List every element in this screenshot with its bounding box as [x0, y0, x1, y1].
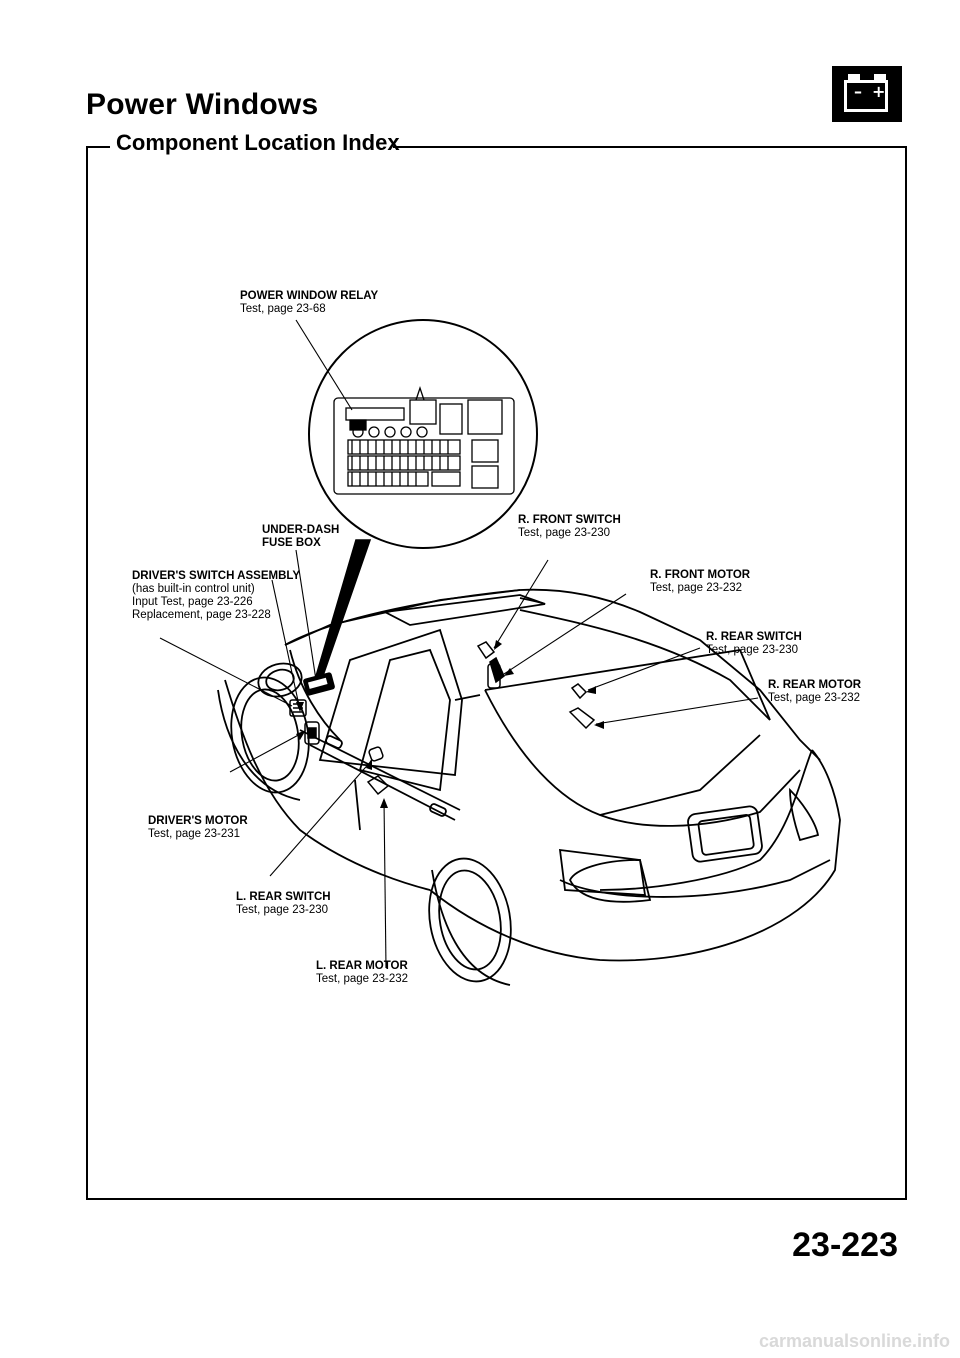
fuse-box-icon [333, 385, 515, 495]
label-r-front-motor: R. FRONT MOTOR Test, page 23-232 [650, 569, 751, 594]
page-number: 23-223 [792, 1226, 898, 1264]
watermark-text: carmanualsonline.info [758, 1331, 950, 1351]
label-r-rear-switch: R. REAR SWITCH Test, page 23-230 [706, 631, 802, 656]
r-rear-motor-icon [568, 707, 596, 730]
label-r-rear-motor: R. REAR MOTOR Test, page 23-232 [768, 679, 862, 704]
driver-motor-icon [304, 721, 320, 745]
section-subtitle: Component Location Index [116, 130, 400, 155]
label-under-dash-fuse-box: UNDER-DASH FUSE BOX [262, 524, 340, 549]
r-front-switch-icon [476, 641, 496, 660]
r-front-motor-icon [487, 663, 501, 689]
r-rear-switch-icon [570, 683, 588, 700]
frame-corner [86, 146, 110, 148]
diagram-frame [86, 146, 907, 1200]
label-drivers-motor: DRIVER'S MOTOR Test, page 23-231 [148, 815, 248, 840]
l-rear-switch-icon [368, 746, 384, 762]
label-power-window-relay: POWER WINDOW RELAY Test, page 23-68 [240, 290, 379, 315]
page-title: Power Windows [86, 88, 319, 121]
label-l-rear-motor: L. REAR MOTOR Test, page 23-232 [316, 960, 409, 985]
l-rear-motor-icon [366, 775, 390, 796]
magnifier-beam [310, 539, 372, 691]
components [289, 641, 596, 796]
car-body [217, 588, 841, 986]
label-r-front-switch: R. FRONT SWITCH Test, page 23-230 [518, 514, 621, 539]
frame-rule [393, 146, 905, 148]
fuse-box-magnifier [308, 319, 538, 549]
battery-icon: – + [832, 66, 902, 122]
leader-lines [159, 319, 759, 969]
label-drivers-switch-assembly: DRIVER'S SWITCH ASSEMBLY (has built-in c… [132, 570, 301, 621]
label-l-rear-switch: L. REAR SWITCH Test, page 23-230 [236, 891, 331, 916]
